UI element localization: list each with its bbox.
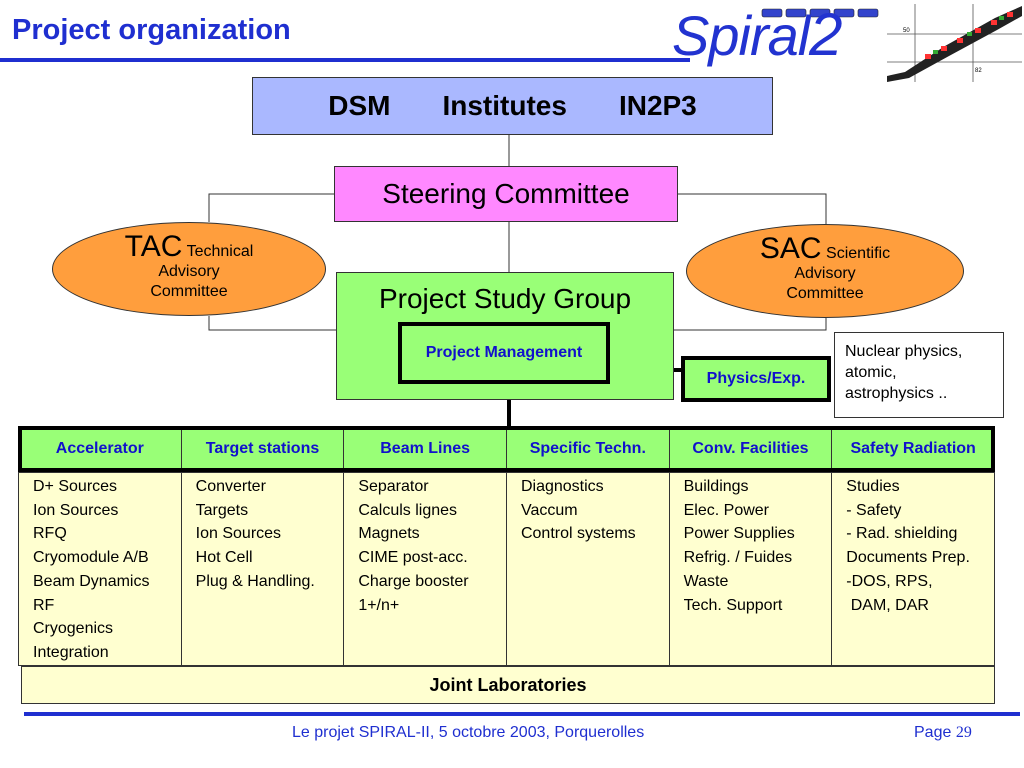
department-header-specific-techn: Specific Techn. [505,426,670,473]
departments-table: Accelerator Target stations Beam Lines S… [18,426,995,666]
institution-dsm: DSM [328,90,391,121]
tac-name-line2: Advisory [158,262,220,280]
logo-text: Spiral [672,4,810,67]
joint-laboratories-box: Joint Laboratories [21,666,995,704]
tac-name-line1: Technical [186,242,254,260]
physics-exp-box: Physics/Exp. [681,356,831,402]
spiral2-logo: Spiral2 [672,0,843,69]
steering-committee-box: Steering Committee [334,166,678,222]
institution-in2p3: IN2P3 [618,90,697,121]
department-items-target-stations: Converter Targets Ion Sources Hot Cell P… [180,472,345,666]
tac-abbr: TAC [124,229,183,263]
department-header-conv-facilities: Conv. Facilities [668,426,833,473]
sac-abbr: SAC [759,231,822,265]
logo-axis-label: 50 [903,28,910,34]
project-study-group-label: Project Study Group [378,283,632,314]
sac-ellipse: SAC Scientific Advisory Committee [686,224,964,318]
department-header-beam-lines: Beam Lines [343,426,507,473]
department-header-accelerator: Accelerator [18,426,182,473]
footer-rule [24,712,1020,716]
page-label: Page [914,724,952,741]
departments-header-row: Accelerator Target stations Beam Lines S… [18,426,995,473]
page-title: Project organization [12,14,291,46]
sac-name-line3: Committee [786,284,864,302]
project-management-box: Project Management [398,322,610,384]
page-number: 29 [955,724,972,741]
department-items-accelerator: D+ Sources Ion Sources RFQ Cryomodule A/… [18,472,182,666]
sac-name-line2: Advisory [794,264,856,282]
logo-axis-label: 82 [975,68,982,74]
department-items-specific-techn: Diagnostics Vaccum Control systems [505,472,670,666]
tac-ellipse: TAC Technical Advisory Committee [52,222,326,316]
department-items-conv-facilities: Buildings Elec. Power Power Supplies Ref… [668,472,833,666]
footer-text: Le projet SPIRAL-II, 5 octobre 2003, Por… [292,724,645,741]
department-header-safety-radiation: Safety Radiation [831,426,995,473]
institution-institutes: Institutes [442,90,567,121]
page-number-label: Page 29 [914,724,972,742]
tac-name-line3: Committee [150,282,228,300]
logo-nuclide-chart-icon: 50 82 [885,2,1024,84]
departments-items-row: D+ Sources Ion Sources RFQ Cryomodule A/… [18,472,995,666]
department-header-target-stations: Target stations [180,426,345,473]
logo-number: 2 [809,1,842,68]
department-items-beam-lines: Separator Calculs lignes Magnets CIME po… [343,472,507,666]
nuclear-physics-note: Nuclear physics, atomic, astrophysics .. [834,332,1004,418]
sac-name-line1: Scientific [826,244,891,262]
department-items-safety-radiation: Studies - Safety - Rad. shielding Docume… [831,472,995,666]
logo-toolbar-icons [760,6,880,20]
top-institutions-box: DSM Institutes IN2P3 [252,77,773,135]
title-underline [0,58,690,62]
